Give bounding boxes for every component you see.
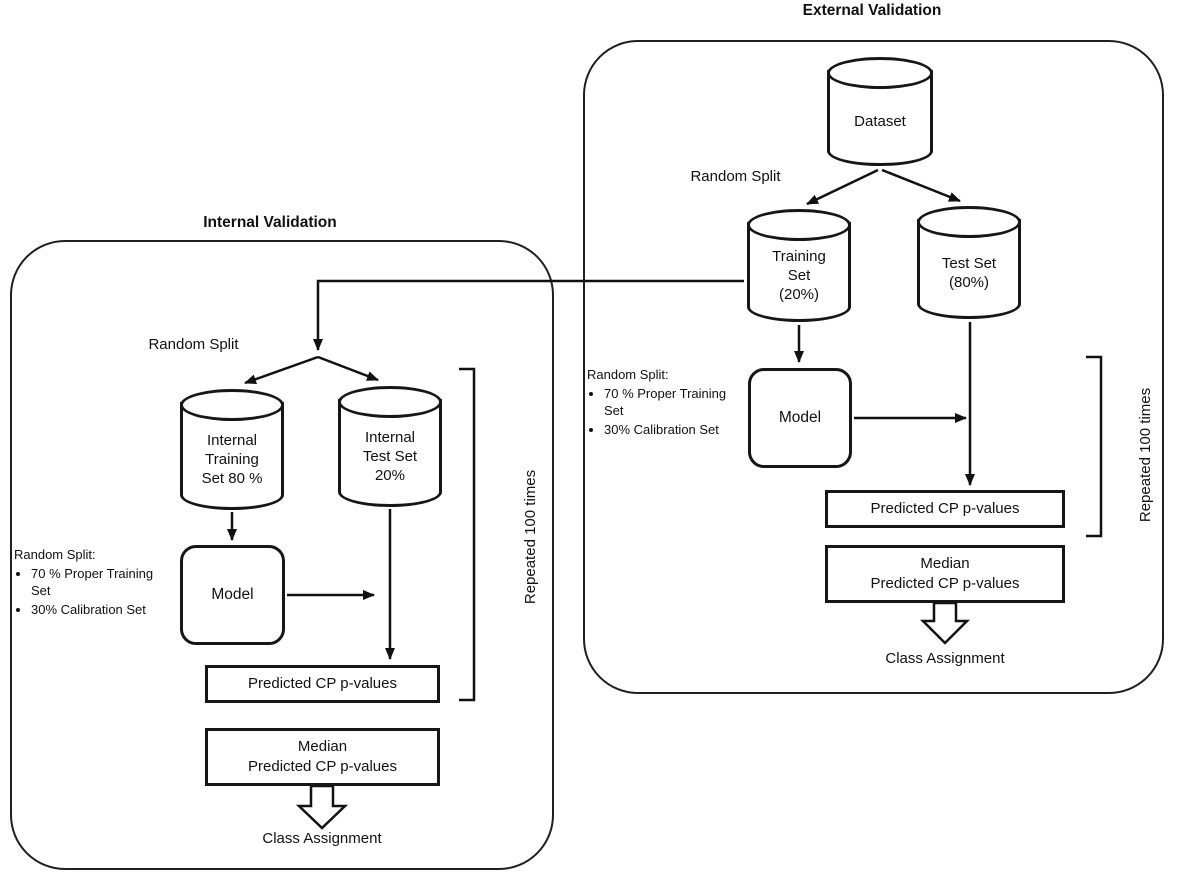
external-random-split-label: Random Split — [690, 168, 781, 185]
external-test-set-cylinder: Test Set (80%) — [917, 206, 1021, 319]
external-median-label: Median Predicted CP p-values — [870, 555, 1020, 592]
external-validation-title: External Validation — [802, 2, 942, 19]
internal-median-label: Median Predicted CP p-values — [248, 738, 397, 775]
internal-test-set-cylinder: Internal Test Set 20% — [338, 386, 442, 507]
internal-training-set-cylinder: Internal Training Set 80 % — [180, 389, 284, 510]
external-note-list: 70 % Proper Training Set 30% Calibration… — [587, 385, 739, 438]
external-training-set-cylinder: Training Set (20%) — [747, 209, 851, 322]
dataset-cylinder: Dataset — [827, 57, 933, 166]
internal-predicted-box: Predicted CP p-values — [205, 665, 440, 703]
external-predicted-box: Predicted CP p-values — [825, 490, 1065, 528]
external-repeated-label: Repeated 100 times — [1137, 387, 1154, 523]
internal-note-item-2: 30% Calibration Set — [31, 601, 172, 618]
internal-model-label: Model — [211, 586, 254, 603]
internal-note-title: Random Split: — [14, 547, 96, 562]
external-predicted-label: Predicted CP p-values — [870, 500, 1020, 517]
external-note-item-1: 70 % Proper Training Set — [604, 385, 739, 419]
external-random-split-note: Random Split: 70 % Proper Training Set 3… — [587, 366, 739, 440]
internal-validation-title: Internal Validation — [203, 214, 337, 231]
internal-note-list: 70 % Proper Training Set 30% Calibration… — [14, 565, 172, 618]
internal-note-item-1: 70 % Proper Training Set — [31, 565, 172, 599]
internal-test-set-label: Internal Test Set 20% — [362, 429, 418, 484]
internal-repeated-label: Repeated 100 times — [522, 469, 539, 605]
dataset-cylinder-label: Dataset — [854, 113, 906, 130]
external-training-set-label: Training Set (20%) — [772, 248, 826, 303]
external-test-set-label: Test Set (80%) — [941, 254, 997, 291]
external-median-box: Median Predicted CP p-values — [825, 545, 1065, 603]
external-class-assignment-label: Class Assignment — [885, 650, 1005, 667]
external-validation-container — [583, 40, 1164, 694]
internal-median-box: Median Predicted CP p-values — [205, 728, 440, 786]
internal-training-set-label: Internal Training Set 80 % — [201, 432, 263, 487]
internal-predicted-label: Predicted CP p-values — [248, 675, 397, 692]
internal-random-split-note: Random Split: 70 % Proper Training Set 3… — [14, 546, 172, 620]
external-note-item-2: 30% Calibration Set — [604, 421, 739, 438]
external-note-title: Random Split: — [587, 367, 669, 382]
external-model-label: Model — [778, 409, 822, 426]
internal-validation-container — [10, 240, 554, 870]
external-model-box: Model — [748, 368, 852, 468]
internal-random-split-label: Random Split — [148, 336, 239, 353]
internal-model-box: Model — [180, 545, 285, 645]
internal-class-assignment-label: Class Assignment — [262, 830, 382, 847]
